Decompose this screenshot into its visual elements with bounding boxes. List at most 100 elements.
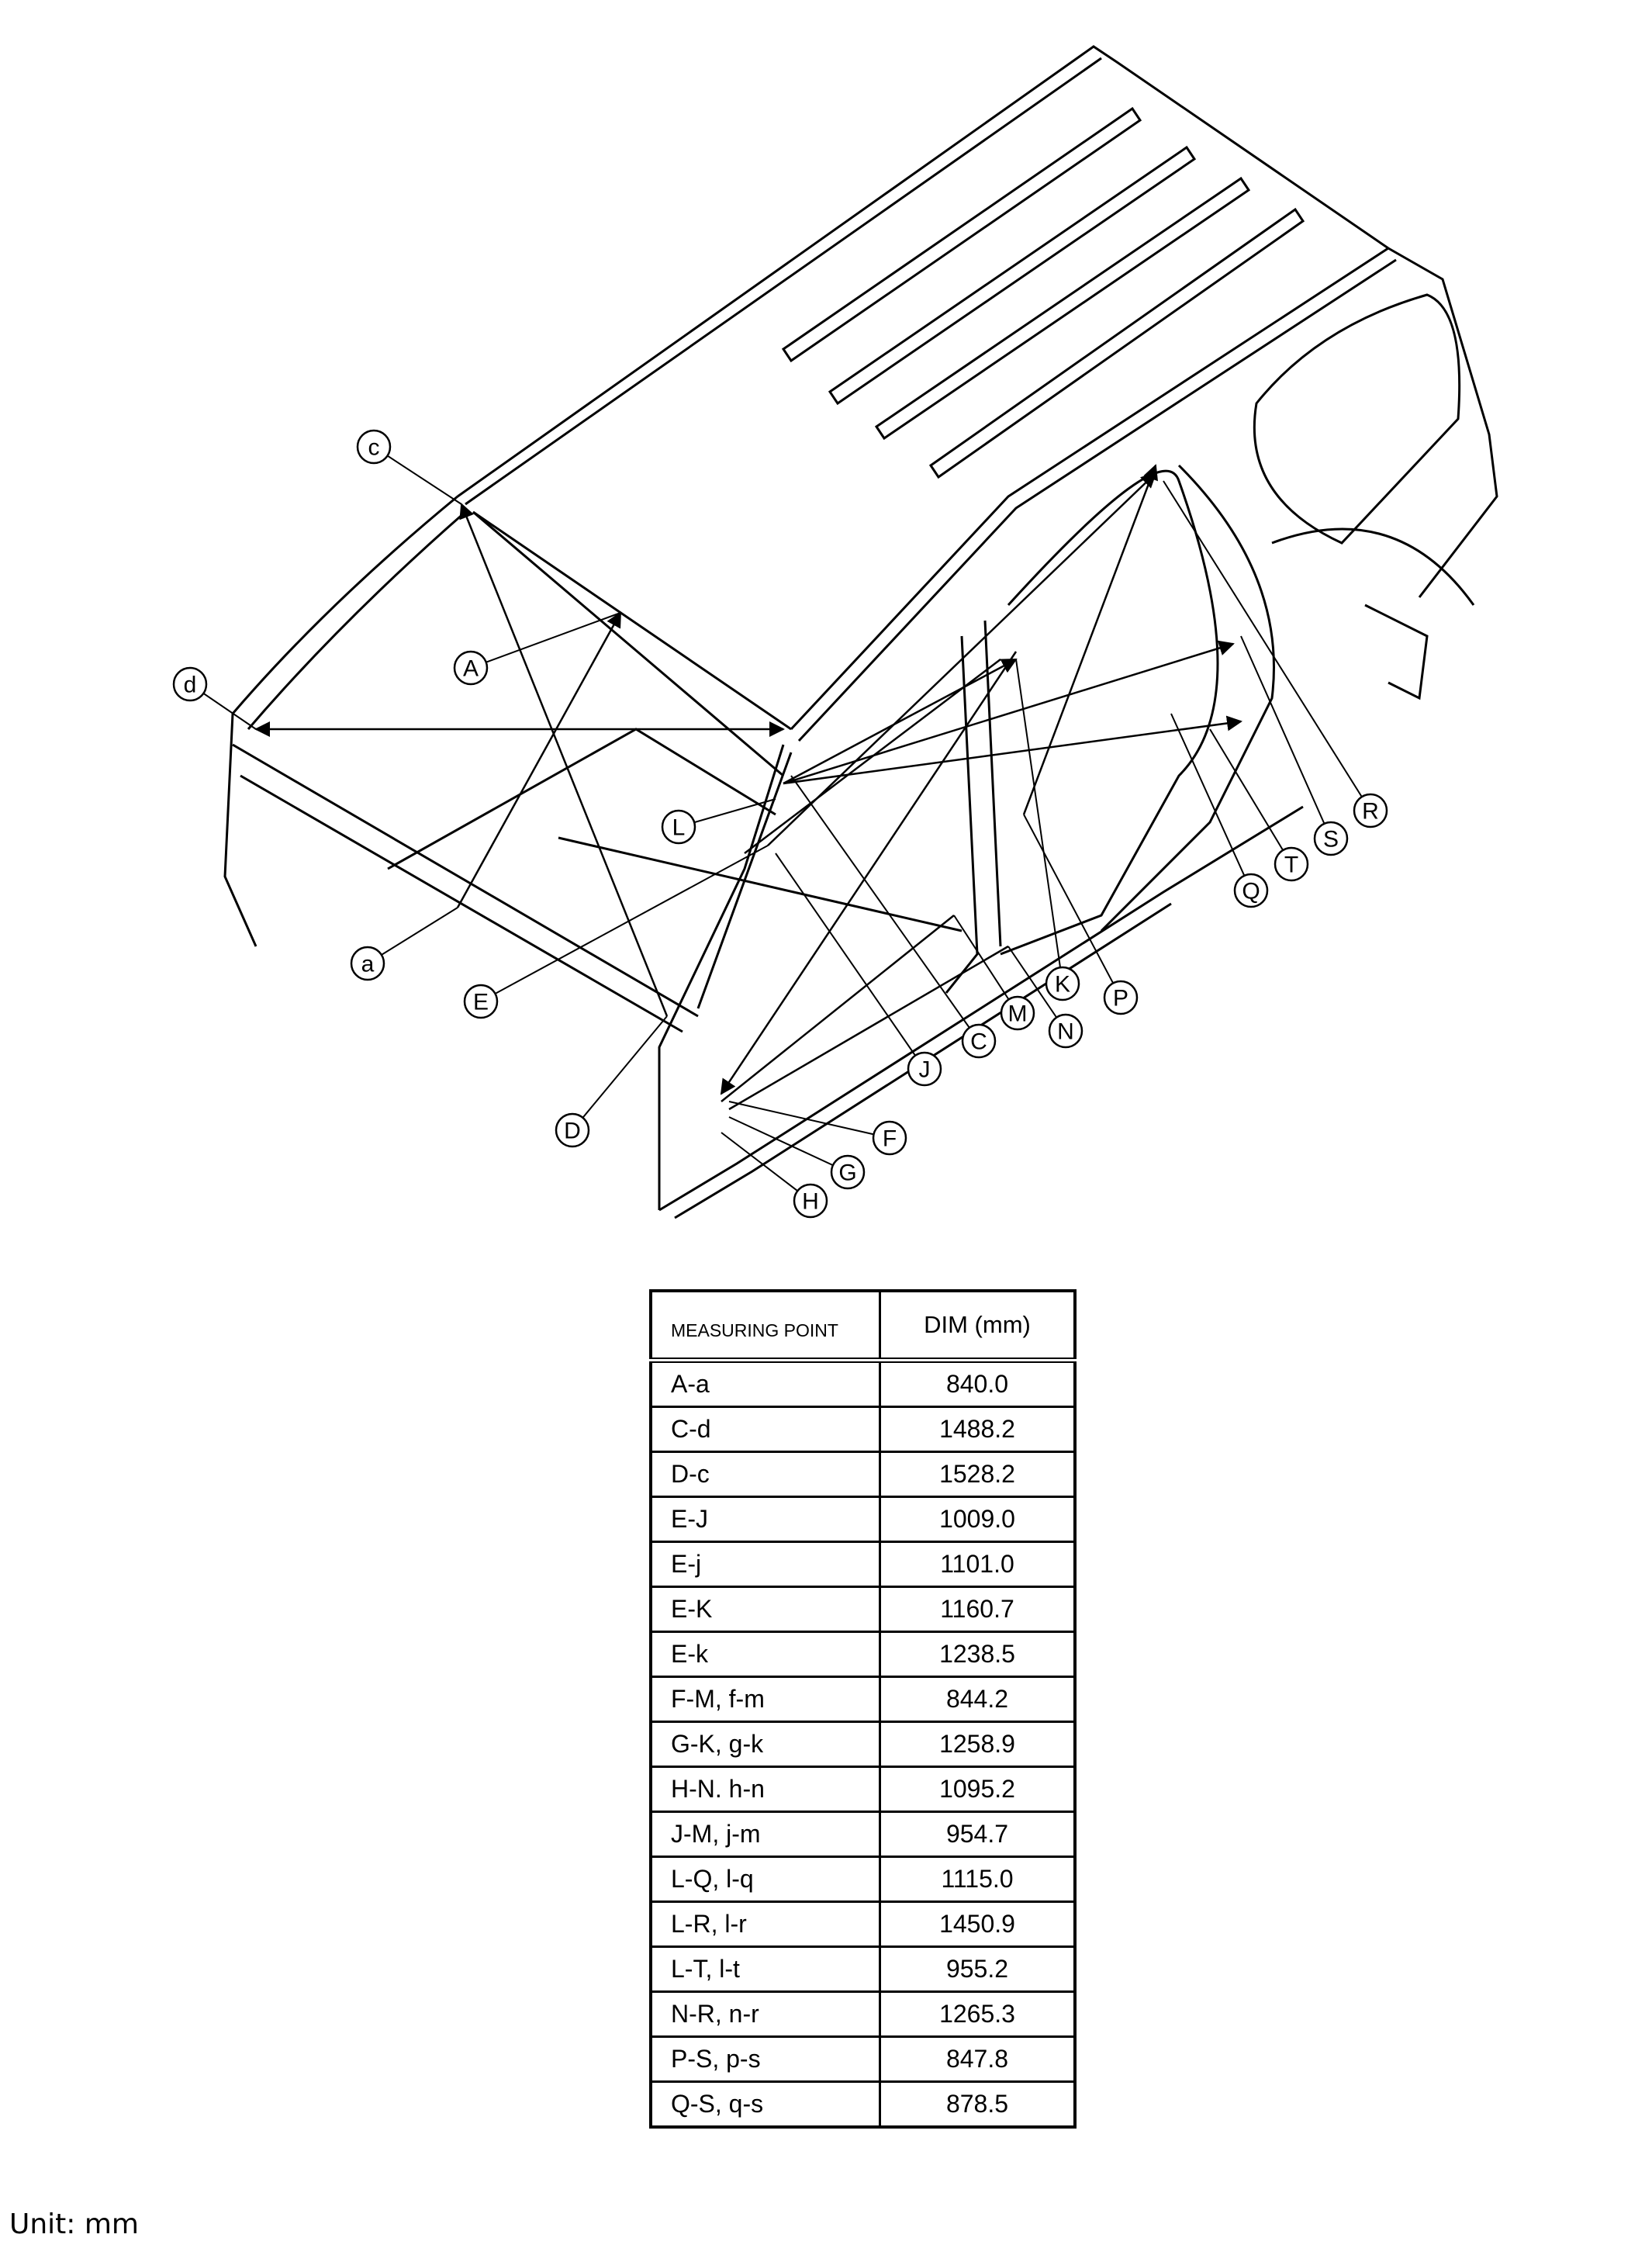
callout-label: N bbox=[1057, 1019, 1074, 1045]
callout-M: M bbox=[1000, 995, 1035, 1031]
callout-circle-icon bbox=[350, 946, 385, 981]
callout-circle-icon bbox=[555, 1112, 590, 1148]
callout-circle-icon bbox=[793, 1183, 828, 1219]
measuring-point-cell: J-M, j-m bbox=[649, 1811, 881, 1858]
callout-label: H bbox=[802, 1189, 819, 1215]
callout-circle-icon bbox=[907, 1051, 942, 1087]
callout-label: C bbox=[970, 1029, 987, 1055]
callout-R: R bbox=[1353, 793, 1388, 828]
unit-note: Unit: mm bbox=[9, 2208, 139, 2240]
callout-circle-icon bbox=[1274, 846, 1309, 882]
measuring-point-cell: L-T, l-t bbox=[649, 1945, 881, 1993]
measurement-lines bbox=[254, 464, 1242, 1111]
callout-circle-icon bbox=[1103, 980, 1139, 1015]
callout-label: L bbox=[672, 815, 686, 841]
callout-G: G bbox=[830, 1154, 866, 1190]
callout-label: K bbox=[1055, 972, 1070, 998]
callout-label: P bbox=[1113, 986, 1128, 1012]
callout-label: S bbox=[1323, 827, 1339, 853]
callout-circle-icon bbox=[1048, 1013, 1083, 1049]
dimension-cell: 1009.0 bbox=[879, 1496, 1077, 1543]
dimension-cell: 1115.0 bbox=[879, 1856, 1077, 1903]
callout-T: T bbox=[1274, 846, 1309, 882]
callout-circle-icon bbox=[830, 1154, 866, 1190]
header-measuring-point: MEASURING POINT bbox=[649, 1289, 881, 1363]
dimension-cell: 1095.2 bbox=[879, 1766, 1077, 1813]
dimension-cell: 1265.3 bbox=[879, 1990, 1077, 2038]
callout-P: P bbox=[1103, 980, 1139, 1015]
dimension-cell: 1450.9 bbox=[879, 1900, 1077, 1948]
callout-label: F bbox=[883, 1126, 897, 1152]
callout-label: A bbox=[463, 656, 479, 682]
header-dim: DIM (mm) bbox=[879, 1289, 1077, 1363]
callout-A: A bbox=[453, 650, 489, 686]
callout-label: Q bbox=[1242, 879, 1260, 904]
callout-N: N bbox=[1048, 1013, 1083, 1049]
callout-label: d bbox=[184, 673, 197, 698]
measuring-point-cell: L-Q, l-q bbox=[649, 1856, 881, 1903]
callout-circle-icon bbox=[453, 650, 489, 686]
dimension-cell: 1528.2 bbox=[879, 1451, 1077, 1498]
callout-label: c bbox=[368, 435, 380, 461]
callout-circle-icon bbox=[1045, 966, 1080, 1001]
callout-d: d bbox=[172, 666, 208, 702]
measuring-point-cell: G-K, g-k bbox=[649, 1721, 881, 1768]
measuring-point-cell: N-R, n-r bbox=[649, 1990, 881, 2038]
table-header-row: MEASURING POINT DIM (mm) bbox=[649, 1289, 1077, 1363]
measuring-point-cell: E-k bbox=[649, 1631, 881, 1678]
measuring-point-cell: D-c bbox=[649, 1451, 881, 1498]
measuring-point-cell: E-j bbox=[649, 1541, 881, 1588]
body-outline bbox=[223, 45, 1498, 1219]
dimension-cell: 844.2 bbox=[879, 1676, 1077, 1723]
callout-circle-icon bbox=[1353, 793, 1388, 828]
callout-circle-icon bbox=[172, 666, 208, 702]
callout-a: a bbox=[350, 946, 385, 981]
callout-label: J bbox=[919, 1057, 931, 1083]
callout-H: H bbox=[793, 1183, 828, 1219]
callout-C: C bbox=[961, 1023, 997, 1059]
callout-F: F bbox=[872, 1120, 907, 1156]
dimension-cell: 955.2 bbox=[879, 1945, 1077, 1993]
callout-circle-icon bbox=[1233, 873, 1269, 908]
measuring-point-cell: A-a bbox=[649, 1359, 881, 1408]
callout-S: S bbox=[1313, 821, 1349, 856]
callout-circle-icon bbox=[463, 984, 499, 1019]
callout-Q: Q bbox=[1233, 873, 1269, 908]
measuring-point-cell: E-J bbox=[649, 1496, 881, 1543]
dimension-cell: 1488.2 bbox=[879, 1406, 1077, 1453]
dimension-cell: 847.8 bbox=[879, 2035, 1077, 2083]
callout-c: c bbox=[356, 429, 392, 465]
measuring-point-cell: F-M, f-m bbox=[649, 1676, 881, 1723]
dimension-cell: 1238.5 bbox=[879, 1631, 1077, 1678]
callout-circle-icon bbox=[872, 1120, 907, 1156]
callout-circle-icon bbox=[1313, 821, 1349, 856]
dimension-cell: 840.0 bbox=[879, 1359, 1077, 1408]
dimension-cell: 1101.0 bbox=[879, 1541, 1077, 1588]
dimension-cell: 1160.7 bbox=[879, 1586, 1077, 1633]
measuring-point-cell: P-S, p-s bbox=[649, 2035, 881, 2083]
callout-label: G bbox=[838, 1160, 856, 1186]
callout-circle-icon bbox=[356, 429, 392, 465]
dimension-cell: 954.7 bbox=[879, 1811, 1077, 1858]
callout-E: E bbox=[463, 984, 499, 1019]
callout-circle-icon bbox=[661, 809, 696, 845]
